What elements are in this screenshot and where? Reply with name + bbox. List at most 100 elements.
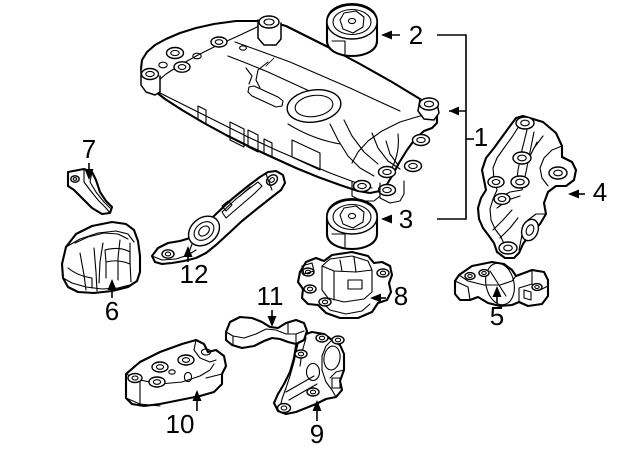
bracket5-bore	[485, 262, 515, 306]
subframe-center-boss-inner	[294, 94, 334, 118]
callout-4-leader	[568, 189, 585, 199]
part-retaining-strap[interactable]	[224, 315, 309, 350]
mount8-skirt	[321, 301, 371, 315]
bracket4-inner-edge	[489, 115, 524, 255]
bracket5-hole-2-inner	[481, 270, 487, 276]
subframe-hole-br4-inner	[357, 182, 367, 190]
block10-small-hole-3	[200, 348, 212, 356]
callout-8-leader	[370, 293, 386, 303]
callout-label-9: 9	[310, 419, 324, 449]
subframe-right-face	[351, 112, 438, 164]
block10-boss-4-inner	[131, 375, 139, 381]
strap11-top-edge	[225, 328, 305, 339]
part-adapter-block[interactable]	[124, 338, 228, 408]
part-engine-mount-left[interactable]	[60, 220, 142, 295]
bracket4-hole-bottom-inner	[503, 244, 513, 252]
subframe-web-left	[329, 123, 375, 177]
callout-label-3: 3	[399, 204, 413, 234]
part-stop-bracket[interactable]	[66, 167, 114, 216]
bracket9-hole-b1-inner	[309, 389, 317, 395]
mount6-top-edge2	[74, 232, 129, 244]
part-transmission-mount-bracket[interactable]	[453, 260, 550, 308]
bracket4-hole-left2-inner	[497, 195, 507, 203]
subframe-panel-1	[229, 121, 245, 148]
bracket9-bore-mid	[305, 362, 321, 382]
callout-10-arrow-head	[192, 390, 202, 401]
part-support-bracket-right[interactable]	[476, 114, 578, 260]
mount8-hole-ml-inner	[306, 286, 314, 292]
bracket9-left-edge	[279, 335, 301, 409]
bushing-upper-center-hole	[347, 17, 357, 25]
part-engine-mount-support-bracket[interactable]	[272, 330, 346, 416]
callout-9-leader	[312, 400, 322, 421]
bracket9-hole-t1-inner	[318, 335, 326, 341]
subframe-deck-line-2	[227, 55, 317, 95]
strap11-body	[224, 315, 309, 350]
bushing-lower-notch	[331, 233, 346, 248]
callout-6-leader	[107, 279, 117, 298]
callout-label-5: 5	[490, 301, 504, 331]
callout-label-6: 6	[105, 296, 119, 326]
bracket9-web-2	[288, 383, 318, 401]
callout-1-bracket	[437, 34, 467, 220]
part-transmission-mount[interactable]	[296, 250, 394, 320]
subframe-hole-top-inner	[214, 39, 224, 45]
bracket4-body	[476, 114, 578, 260]
mount6-facet-2	[117, 239, 121, 281]
callout-6-arrow-head	[107, 279, 117, 290]
mount6-rib-1	[79, 252, 87, 291]
subframe-hole-tl2-inner	[177, 64, 187, 70]
callout-10-leader	[192, 390, 202, 411]
subframe-hole-br3-inner	[382, 168, 392, 176]
rod12-small-eye-inner	[164, 251, 172, 257]
part-subframe[interactable]	[139, 15, 440, 204]
mount8-hole-tr-inner	[379, 270, 387, 276]
part-bushing-upper[interactable]	[325, 2, 379, 58]
rod12-far-eye-inner	[269, 177, 275, 183]
block10-right-notch	[205, 373, 223, 379]
block10-step	[193, 339, 217, 363]
subframe-hole-br1-inner	[416, 136, 426, 144]
mount8-block-line2	[353, 256, 357, 273]
bracket4-hole-mid2-inner	[515, 178, 525, 186]
subframe-web-left-2	[343, 119, 379, 165]
callout-11-arrow-head	[267, 316, 277, 327]
bracket7-left-face	[67, 171, 75, 191]
block10-boss-2-inner	[181, 357, 191, 363]
callout-5-arrow-head	[492, 286, 502, 297]
subframe-hole-left-inner	[145, 70, 155, 78]
callout-label-12: 12	[180, 259, 209, 289]
subframe-deck-line-1	[234, 41, 401, 112]
bracket5-left-face	[454, 280, 471, 301]
callout-2-arrow-head	[381, 30, 392, 40]
rod12-far-edge	[265, 173, 273, 191]
bracket9-hole-l1-inner	[297, 351, 305, 357]
mount6-base-arc	[67, 267, 93, 289]
bracket9-inner-edge	[321, 339, 337, 398]
bracket7-hole-inner	[72, 177, 78, 181]
callout-12-leader	[183, 246, 193, 262]
bracket9-slot	[331, 377, 341, 389]
bracket4-hole-boss-inner	[525, 224, 535, 236]
subframe-panel-2	[247, 129, 259, 153]
block10-body	[124, 338, 228, 408]
bushing-lower-top-face	[326, 199, 378, 235]
callout-12-arrow-head	[183, 246, 193, 257]
block10-boss-3-inner	[152, 379, 162, 385]
bracket4-hole-mid-inner	[517, 154, 527, 162]
subframe-arc-1	[287, 123, 341, 145]
part-bushing-lower[interactable]	[325, 197, 379, 251]
bracket4-web-7	[499, 217, 519, 239]
mount8-block-top	[321, 265, 373, 273]
callout-label-8: 8	[394, 281, 408, 311]
subframe-panel-4	[291, 139, 321, 171]
subframe-rib-2	[255, 61, 269, 89]
subframe-pedestal-2	[379, 180, 405, 204]
bracket5-top-edge	[458, 274, 517, 286]
block10-boss-1-inner	[155, 364, 165, 370]
subframe-small-hole-3	[239, 45, 247, 51]
part-torque-rod[interactable]	[150, 169, 287, 266]
callout-label-10: 10	[166, 409, 195, 439]
bracket4-hole-right-inner	[553, 169, 563, 177]
